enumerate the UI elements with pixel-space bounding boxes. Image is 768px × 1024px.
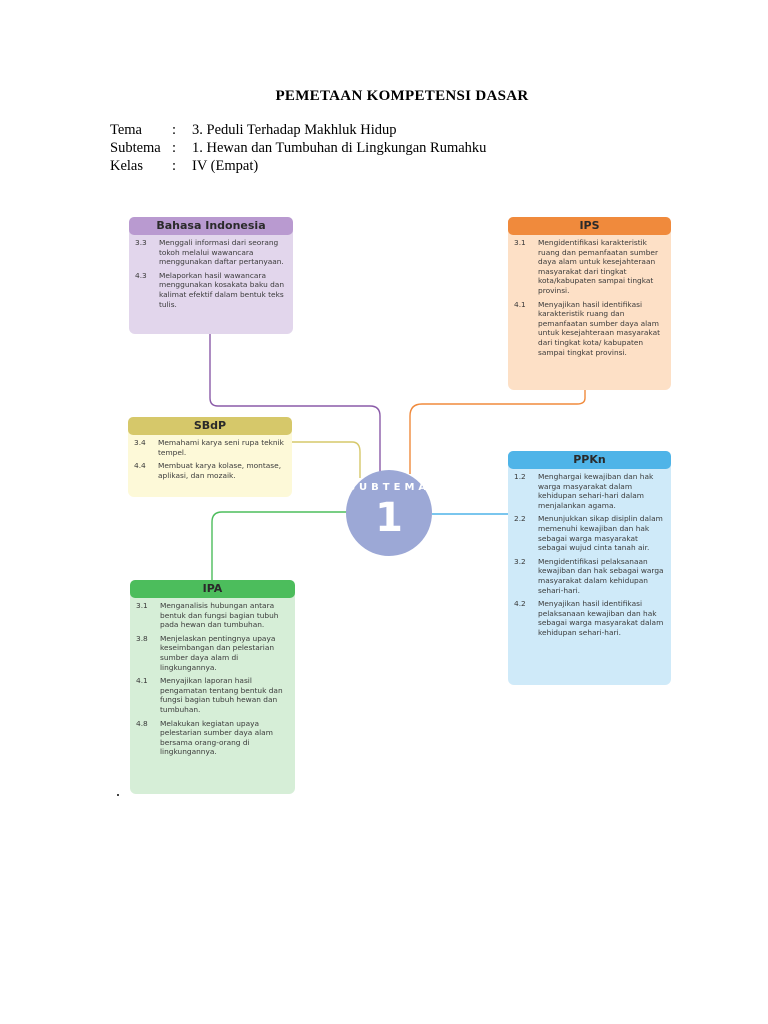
kd-text: Memahami karya seni rupa teknik tempel. [158, 438, 284, 457]
connector-sbdp [292, 441, 361, 478]
meta-subtema-label: Subtema [110, 140, 161, 156]
kd-text: Menganalisis hubungan antara bentuk dan … [160, 601, 279, 630]
kd-item: 4.3 Melaporkan hasil wawancara menggunaka… [135, 271, 287, 309]
kd-code: 3.3 [135, 238, 147, 247]
kd-item: 4.2 Menyajikan hasil identifikasi pelaksa… [514, 599, 665, 637]
kd-text: Menunjukkan sikap disiplin dalam memenuh… [538, 514, 663, 553]
kd-list-sbdp: 3.4 Memahami karya seni rupa teknik tempe… [128, 435, 292, 488]
kd-code: 3.4 [134, 438, 146, 447]
kd-list-ips: 3.1 Mengidentifikasi karakteristik ruang … [508, 235, 671, 365]
meta-tema-sep: : [172, 122, 177, 138]
connector-ipa [211, 511, 350, 580]
kd-code: 3.8 [136, 633, 148, 643]
subject-header-ips: IPS [508, 217, 671, 235]
meta-tema-value: 3. Peduli Terhadap Makhluk Hidup [192, 122, 397, 138]
meta-subtema-value: 1. Hewan dan Tumbuhan di Lingkungan Ruma… [192, 140, 487, 156]
kd-item: 3.1 Mengidentifikasi karakteristik ruang … [514, 238, 665, 296]
meta-tema-label: Tema [110, 122, 142, 138]
subject-header-ppkn: PPKn [508, 451, 671, 469]
subtema-hub: SUBTEMA 1 [346, 470, 432, 556]
kd-list-bahasa-indonesia: 3.3 Menggali informasi dari seorang tokoh… [129, 235, 293, 317]
kd-item: 3.3 Menggali informasi dari seorang tokoh… [135, 238, 287, 267]
kd-code: 3.2 [514, 556, 526, 566]
kd-item: 3.2 Mengidentifikasi pelaksanaan kewajiba… [514, 557, 665, 595]
kd-text: Menyajikan laporan hasil pengamatan tent… [160, 676, 283, 714]
kd-text: Menggali informasi dari seorang tokoh me… [159, 238, 284, 267]
kd-item: 4.1 Menyajikan laporan hasil pengamatan t… [136, 676, 289, 714]
kd-code: 1.2 [514, 472, 526, 481]
kd-item: 3.1 Menganalisis hubungan antara bentuk d… [136, 601, 289, 630]
subject-header-ipa: IPA [130, 580, 295, 598]
meta-kelas-label: Kelas [110, 158, 144, 174]
kd-code: 4.8 [136, 718, 148, 728]
meta-subtema-row: Subtema:1. Hewan dan Tumbuhan di Lingkun… [110, 139, 486, 157]
hub-label: SUBTEMA [347, 482, 431, 493]
kd-text: Membuat karya kolase, montase, aplikasi,… [158, 461, 282, 480]
kd-code: 4.1 [136, 676, 148, 686]
kd-code: 4.2 [514, 599, 526, 609]
kd-item: 4.1 Menyajikan hasil identifikasi karakte… [514, 300, 665, 358]
subject-header-bahasa-indonesia: Bahasa Indonesia [129, 217, 293, 235]
subject-box-bahasa-indonesia: Bahasa Indonesia 3.3 Menggali informasi d… [129, 217, 293, 334]
kd-text: Melaporkan hasil wawancara menggunakan k… [159, 270, 285, 309]
kd-text: Mengidentifikasi pelaksanaan kewajiban d… [538, 556, 664, 595]
kd-item: 4.8 Melakukan kegiatan upaya pelestarian … [136, 719, 289, 757]
document-title: PEMETAAN KOMPETENSI DASAR [275, 88, 529, 104]
kd-item: 1.2 Menghargai kewajiban dan hak warga ma… [514, 472, 665, 510]
subject-box-ipa: IPA 3.1 Menganalisis hubungan antara bent… [130, 580, 295, 794]
kd-text: Menjelaskan pentingnya upaya keseimbanga… [160, 633, 276, 672]
kd-list-ppkn: 1.2 Menghargai kewajiban dan hak warga ma… [508, 469, 671, 646]
hub-number: 1 [375, 495, 403, 541]
meta-kelas-sep: : [172, 158, 177, 174]
subject-header-sbdp: SBdP [128, 417, 292, 435]
kd-list-ipa: 3.1 Menganalisis hubungan antara bentuk d… [130, 598, 295, 765]
kd-text: Melakukan kegiatan upaya pelestarian sum… [160, 718, 273, 757]
kd-text: Menyajikan hasil identifikasi pelaksanaa… [538, 599, 664, 637]
kd-code: 3.1 [514, 238, 526, 247]
kd-item: 3.8 Menjelaskan pentingnya upaya keseimba… [136, 634, 289, 672]
connector-bahasa [209, 334, 381, 480]
meta-tema-row: Tema:3. Peduli Terhadap Makhluk Hidup [110, 121, 486, 139]
subject-box-ips: IPS 3.1 Mengidentifikasi karakteristik ru… [508, 217, 671, 390]
stray-mark [117, 794, 119, 796]
kd-item: 2.2 Menunjukkan sikap disiplin dalam meme… [514, 514, 665, 552]
meta-subtema-sep: : [172, 140, 177, 156]
connector-ips [409, 390, 586, 474]
kd-item: 4.4 Membuat karya kolase, montase, aplika… [134, 461, 286, 480]
meta-kelas-value: IV (Empat) [192, 158, 259, 174]
kd-text: Mengidentifikasi karakteristik ruang dan… [538, 238, 659, 295]
document-meta: Tema:3. Peduli Terhadap Makhluk Hidup Su… [110, 121, 486, 175]
kd-code: 2.2 [514, 514, 526, 524]
kd-item: 3.4 Memahami karya seni rupa teknik tempe… [134, 438, 286, 457]
subject-box-sbdp: SBdP 3.4 Memahami karya seni rupa teknik … [128, 417, 292, 497]
subject-box-ppkn: PPKn 1.2 Menghargai kewajiban dan hak war… [508, 451, 671, 685]
kd-code: 4.4 [134, 461, 146, 471]
kd-code: 4.3 [135, 270, 147, 280]
kd-code: 4.1 [514, 299, 526, 309]
meta-kelas-row: Kelas: IV (Empat) [110, 157, 486, 175]
kd-text: Menyajikan hasil identifikasi karakteris… [538, 299, 661, 357]
kd-text: Menghargai kewajiban dan hak warga masya… [538, 472, 654, 510]
kd-code: 3.1 [136, 601, 148, 610]
